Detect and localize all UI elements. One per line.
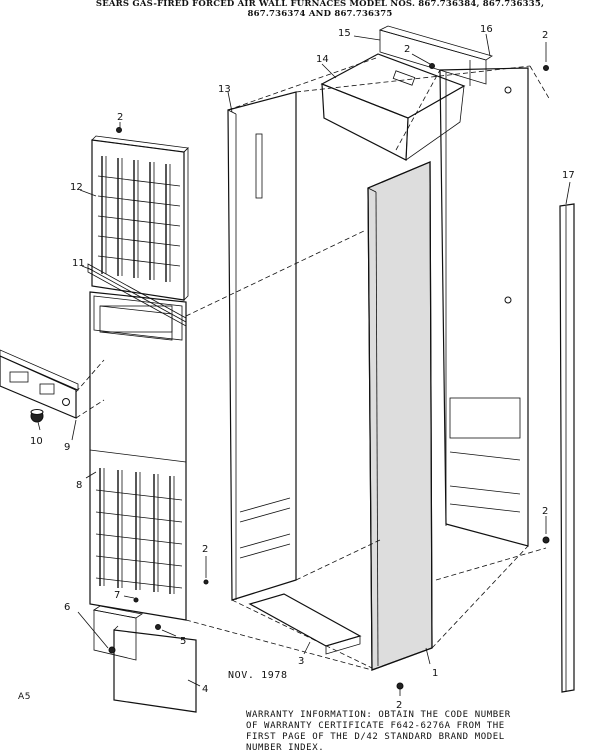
diagram-title: SEARS GAS-FIRED FORCED AIR WALL FURNACES…: [95, 0, 545, 19]
bottom-base-plate: [248, 593, 362, 655]
callout-10: 10: [30, 436, 43, 447]
screw-hardware: [108, 63, 550, 690]
callout-2-top-plenum: 2: [404, 44, 410, 55]
bottom-trim-plate: [113, 625, 197, 713]
callout-14: 14: [316, 54, 329, 65]
side-trim-strip: [559, 203, 575, 693]
cabinet-bottom-outline: [231, 539, 529, 669]
cabinet-left-side: [227, 91, 297, 601]
callout-6: 6: [64, 602, 70, 613]
callout-2-top-grille: 2: [117, 112, 123, 123]
callout-11: 11: [72, 258, 85, 269]
callout-2-right-bottom: 2: [542, 506, 548, 517]
callout-3: 3: [298, 656, 304, 667]
callout-leader-lines: [37, 33, 571, 696]
callout-4: 4: [202, 684, 208, 695]
cabinet-right-side: [439, 67, 529, 547]
callout-7: 7: [114, 590, 120, 601]
callout-15: 15: [338, 28, 351, 39]
access-cover-plate: [92, 605, 144, 661]
cabinet-front-door: [367, 161, 433, 671]
callout-2-left-bottom: 2: [202, 544, 208, 555]
callout-12: 12: [70, 182, 83, 193]
control-knob: [30, 409, 44, 423]
callout-13: 13: [218, 84, 231, 95]
callout-16: 16: [480, 24, 493, 35]
lower-grille-louvers: [95, 468, 183, 594]
callout-9: 9: [64, 442, 70, 453]
upper-grille-louvers: [97, 156, 181, 282]
cabinet-top-outline: [227, 57, 551, 111]
callout-1: 1: [432, 668, 438, 679]
revision-date: NOV. 1978: [228, 670, 288, 681]
top-rail-bracket: [378, 25, 493, 86]
warranty-information-note: WARRANTY INFORMATION: OBTAIN THE CODE NU…: [246, 710, 511, 753]
callout-2-top-right: 2: [542, 30, 548, 41]
callout-numbers: 2 2 2 2 2 3 4 5 6 7 8 9 10 11 12 13 14 1…: [30, 24, 575, 711]
assembly-guide-lines: [185, 69, 547, 671]
top-plenum-box: [320, 53, 466, 161]
callout-17: 17: [562, 170, 575, 181]
callout-5: 5: [180, 636, 186, 647]
page-identifier: A5: [18, 692, 32, 702]
upper-grille-panel: [91, 135, 189, 301]
callout-2-bottom-center: 2: [396, 700, 402, 711]
control-panel: [0, 349, 105, 419]
callout-8: 8: [76, 480, 82, 491]
